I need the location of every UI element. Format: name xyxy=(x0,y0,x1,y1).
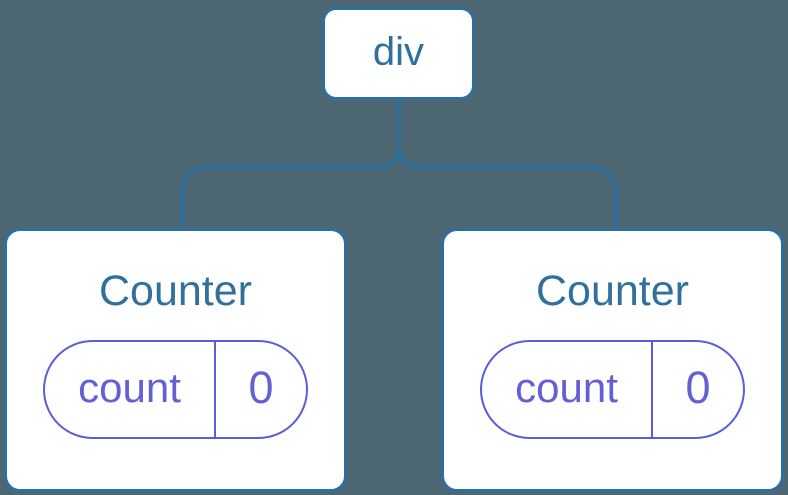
state-value: 0 xyxy=(685,362,711,414)
root-node-label: div xyxy=(372,29,425,74)
state-value: 0 xyxy=(248,362,274,414)
state-badge: count 0 xyxy=(480,340,745,440)
state-badge: count 0 xyxy=(43,340,308,440)
state-name: count xyxy=(45,342,216,438)
tree-node-div: div xyxy=(322,7,475,100)
connector-branch-right xyxy=(397,100,618,230)
tree-node-counter-1: Counter count 0 xyxy=(4,228,347,492)
counter-title: Counter xyxy=(536,267,689,315)
tree-node-counter-2: Counter count 0 xyxy=(441,228,784,492)
state-name: count xyxy=(482,342,653,438)
connector-branch-left xyxy=(180,100,401,230)
counter-title: Counter xyxy=(99,267,252,315)
